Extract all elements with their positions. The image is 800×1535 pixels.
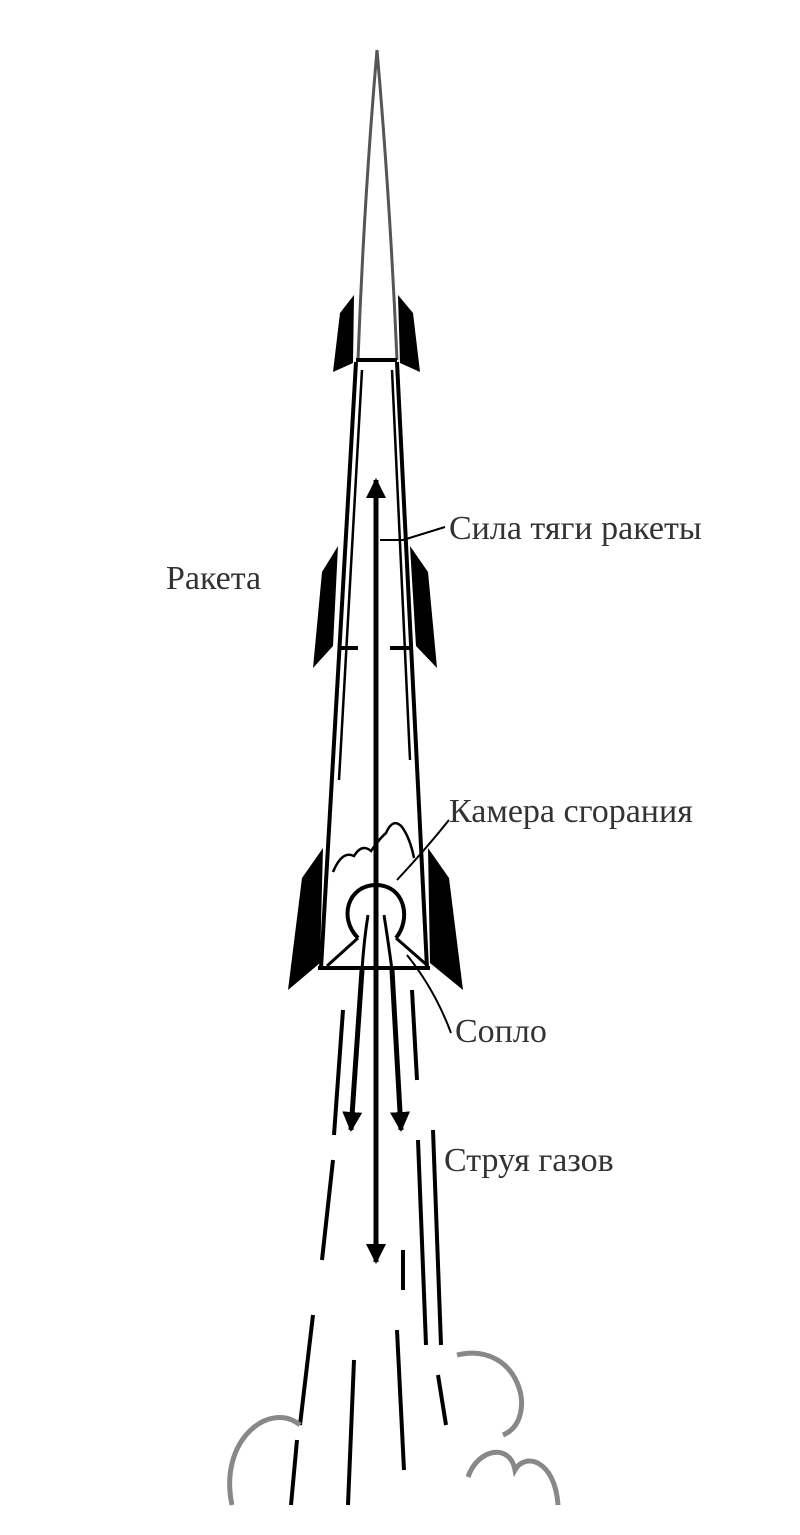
nozzle-label: Сопло xyxy=(455,1013,547,1050)
fin-mid-right xyxy=(410,546,437,668)
body-right-wall xyxy=(395,361,429,969)
nose-cone-right xyxy=(375,49,399,361)
fin-bottom-right xyxy=(428,848,463,990)
exhaust-stream-left xyxy=(360,914,370,971)
smoke-right xyxy=(456,1350,524,1438)
gas-jet xyxy=(289,989,448,1506)
chamber-leader xyxy=(396,819,450,881)
nozzle-leader xyxy=(406,954,452,1034)
body-left-wall xyxy=(319,361,358,969)
nose-cone xyxy=(356,49,379,361)
nozzle-left xyxy=(325,936,360,968)
rocket-body xyxy=(318,49,430,970)
smoke-bottom-right xyxy=(465,1449,561,1506)
leader-lines xyxy=(380,526,452,1034)
gas-jet-label: Струя газов xyxy=(444,1142,614,1179)
body-right-inner xyxy=(390,369,412,761)
fin-mid-left xyxy=(313,546,338,668)
nozzle-right xyxy=(395,936,429,968)
combustion-chamber-label: Камера сгорания xyxy=(449,793,693,830)
rocket-label: Ракета xyxy=(166,560,262,597)
exhaust-stream-right xyxy=(382,914,394,971)
fin-top-right xyxy=(398,295,420,372)
fin-top-left xyxy=(333,295,354,372)
body-left-inner xyxy=(337,369,364,781)
thrust-label: Сила тяги ракеты xyxy=(449,510,702,547)
smoke-clouds xyxy=(227,1350,561,1506)
rocket-fins xyxy=(288,295,463,990)
exhaust-arrow-right xyxy=(389,969,410,1132)
exhaust-arrow-left xyxy=(342,969,365,1132)
thrust-leader xyxy=(380,526,446,541)
flame-outline xyxy=(331,821,416,873)
smoke-left xyxy=(227,1414,302,1506)
fin-bottom-left xyxy=(288,848,323,990)
